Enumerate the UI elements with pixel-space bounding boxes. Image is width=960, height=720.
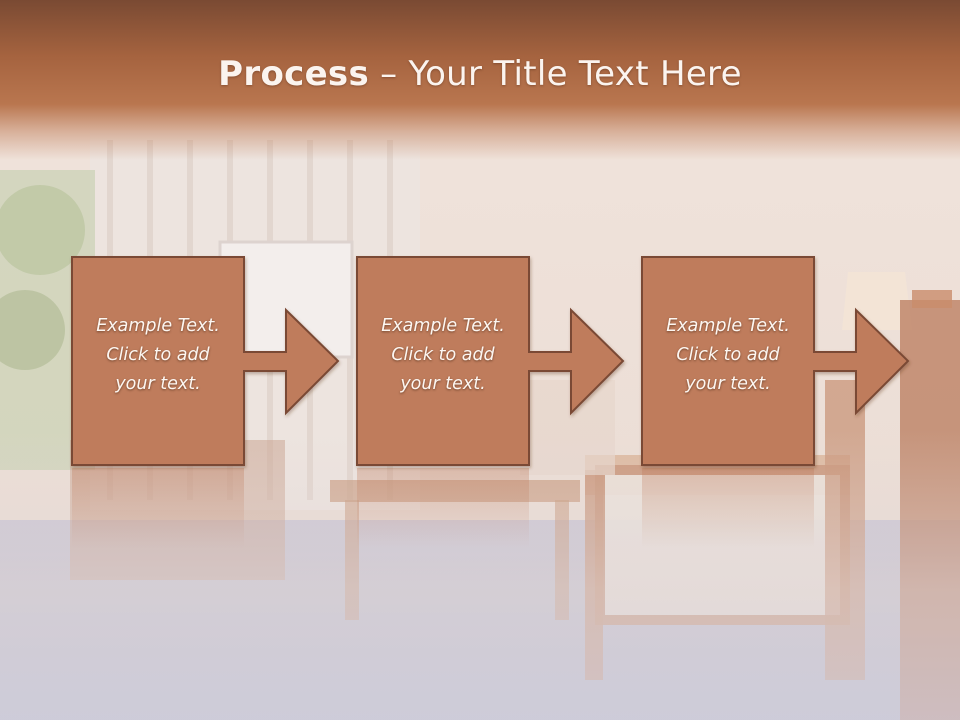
step-1-line-2: Click to add — [106, 345, 210, 365]
step-1-arrow-shape[interactable] — [71, 256, 340, 466]
step-2-reflection — [357, 468, 529, 548]
step-1-reflection — [72, 468, 244, 548]
step-2-line-3: your text. — [400, 374, 486, 394]
step-2-line-2: Click to add — [391, 345, 495, 365]
step-3-line-1: Example Text. — [666, 316, 790, 336]
step-3-text[interactable]: Example Text. Click to add your text. — [642, 312, 814, 399]
step-3-line-3: your text. — [685, 374, 771, 394]
step-3-reflection — [642, 468, 814, 548]
slide-title[interactable]: Process – Your Title Text Here — [0, 52, 960, 96]
step-3-line-2: Click to add — [676, 345, 780, 365]
title-rest-part: – Your Title Text Here — [369, 54, 742, 94]
title-bold-part: Process — [218, 54, 370, 94]
step-2-arrow-shape[interactable] — [356, 256, 625, 466]
step-2-line-1: Example Text. — [381, 316, 505, 336]
step-2-text[interactable]: Example Text. Click to add your text. — [357, 312, 529, 399]
step-1-text[interactable]: Example Text. Click to add your text. — [72, 312, 244, 399]
step-3-arrow-shape[interactable] — [641, 256, 910, 466]
title-band — [0, 0, 960, 160]
step-1-line-1: Example Text. — [96, 316, 220, 336]
step-1-line-3: your text. — [115, 374, 201, 394]
